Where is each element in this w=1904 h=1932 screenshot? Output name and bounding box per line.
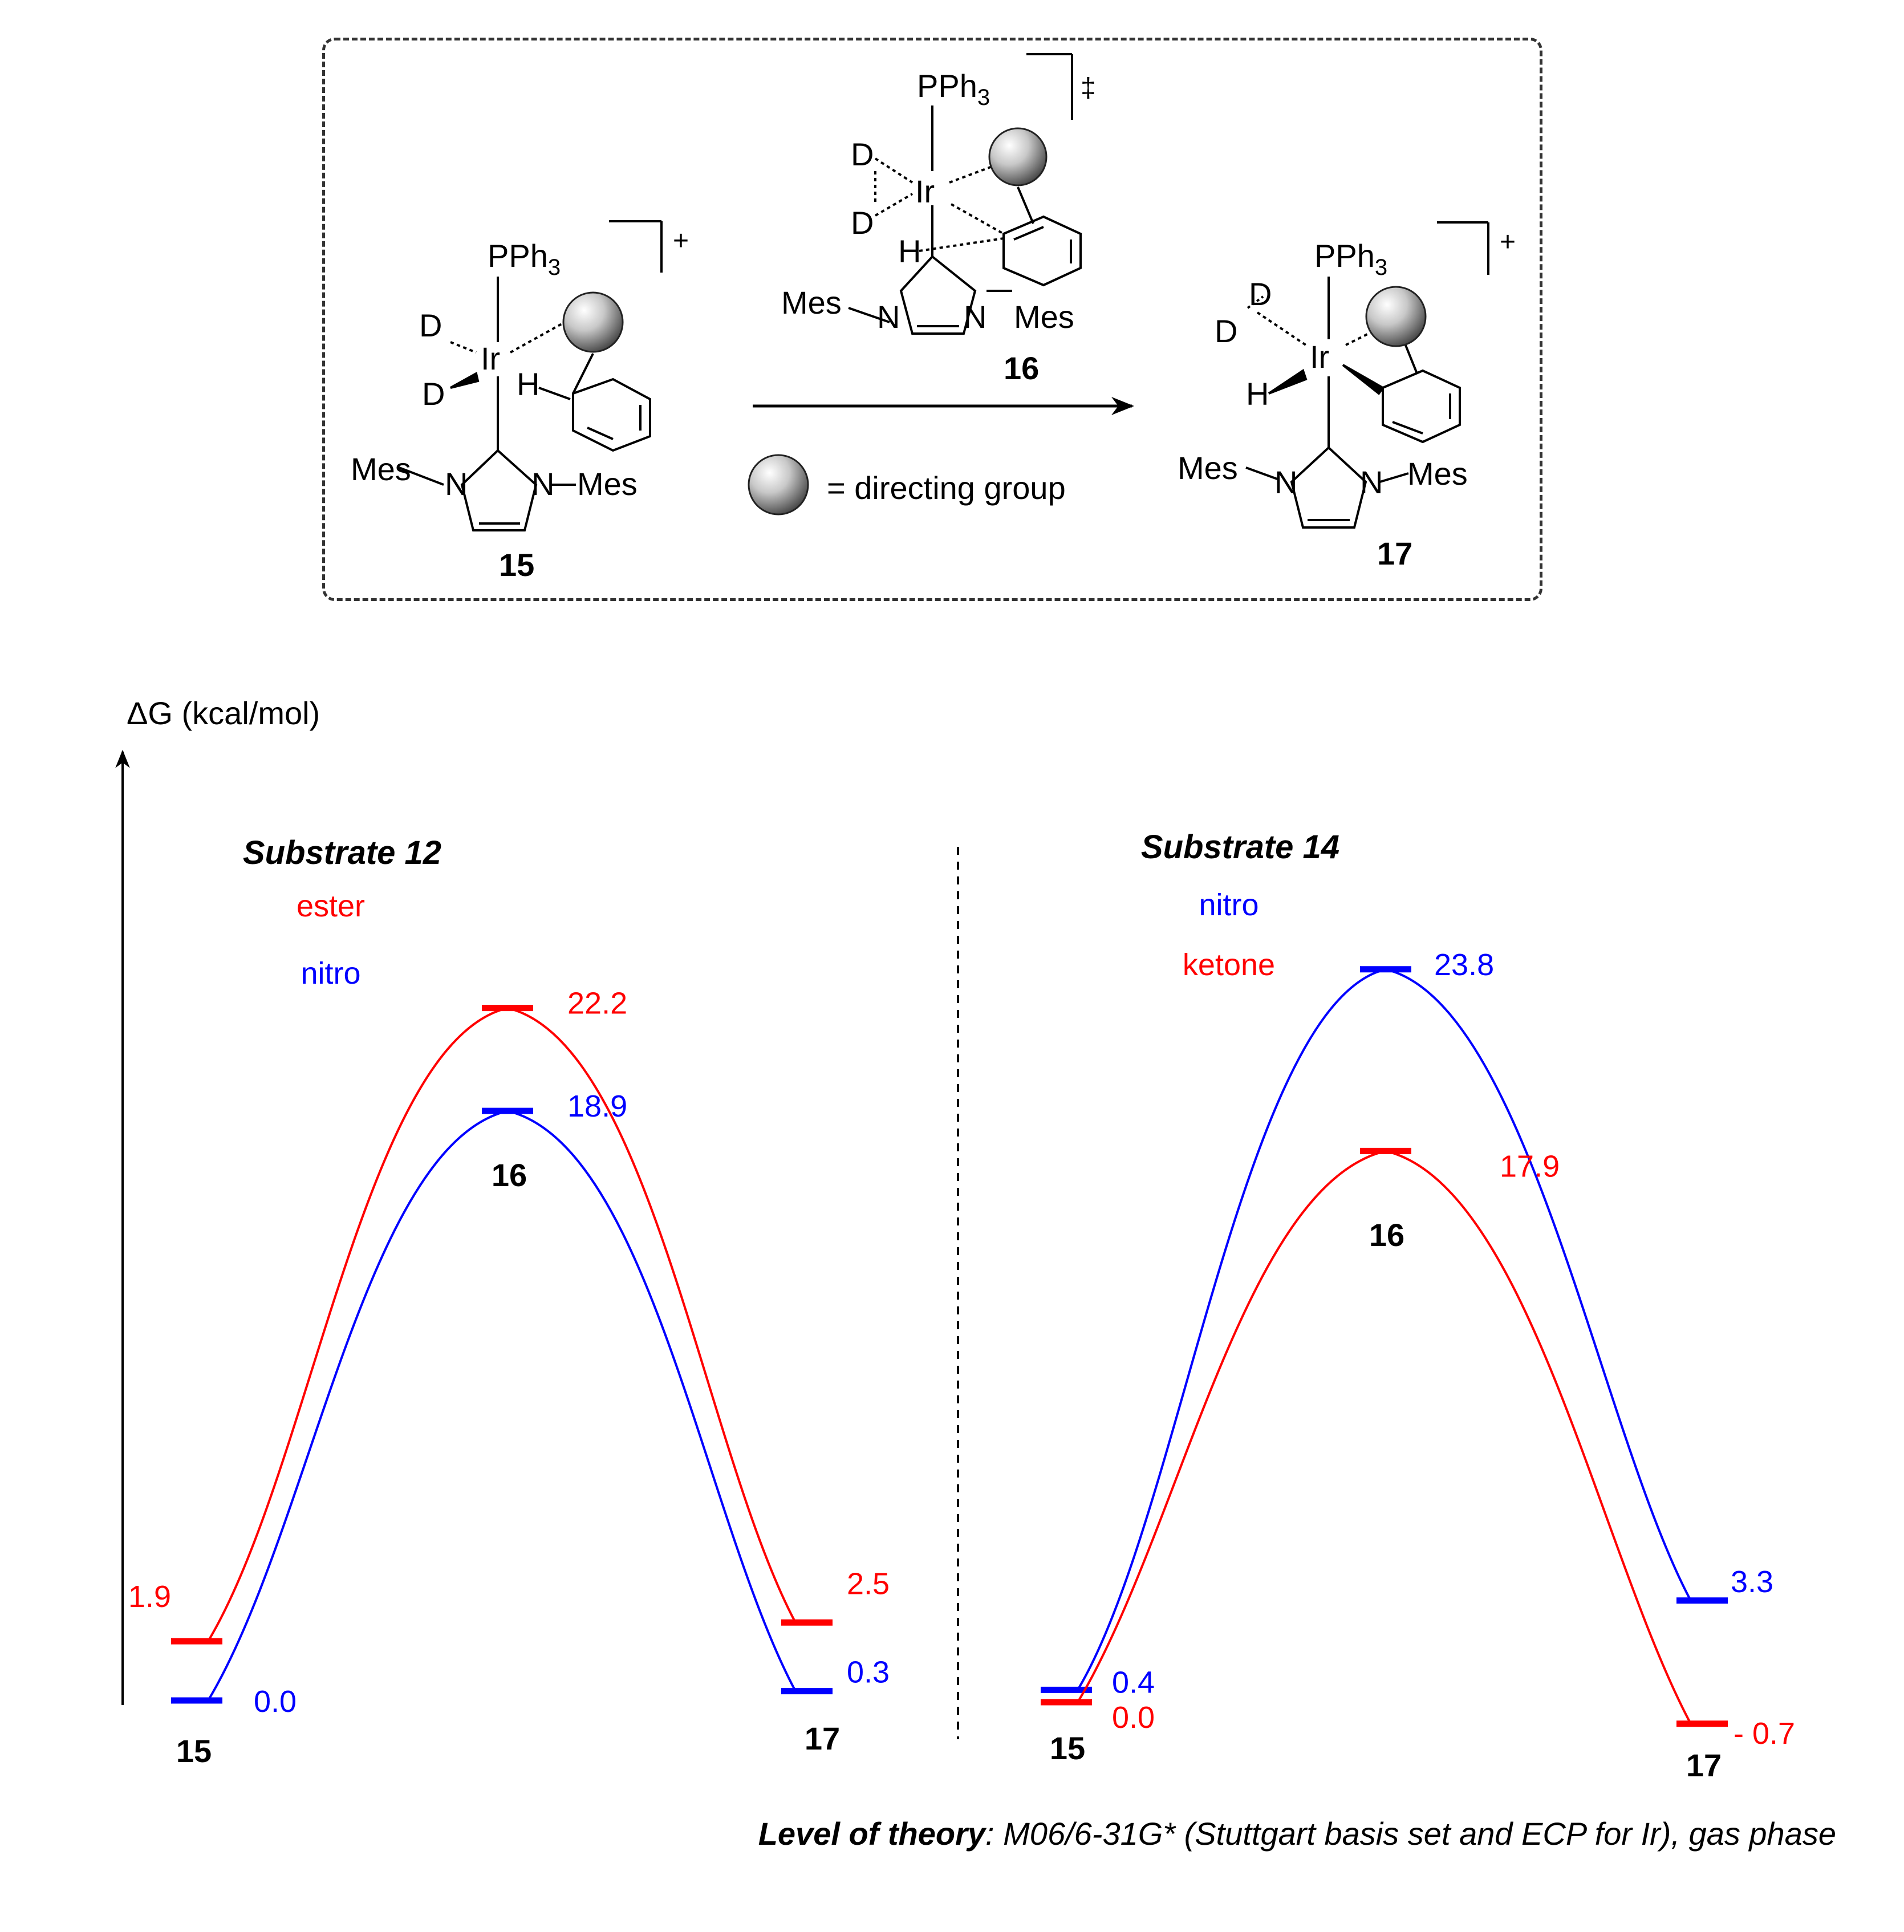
reactant-h: H — [517, 366, 539, 402]
value-label-nitro-17-2: 3.3 — [1731, 1565, 1773, 1599]
value-label-ketone-16-2: 17.9 — [1500, 1149, 1560, 1183]
profile-curve-nitro-2 — [1077, 968, 1692, 1691]
directing-group-ball-16 — [988, 127, 1048, 186]
directing-group-ball-15 — [562, 291, 624, 353]
reactant-n-left: N — [445, 466, 468, 502]
ts-mes-left: Mes — [781, 285, 842, 320]
structure-17 — [1245, 221, 1489, 529]
legend-nitro-1: nitro — [301, 956, 360, 991]
profile-layer: Substrate 12 ester 1.9 22.2 2.5 nitro 0.0 18.9 0… — [128, 829, 1795, 1783]
value-label-ketone-17-2: - 0.7 — [1734, 1716, 1795, 1751]
ts-d2: D — [851, 205, 874, 241]
ts-metal: Ir — [915, 173, 935, 209]
species-label-17-1: 17 — [805, 1720, 840, 1756]
species-label-15-1: 15 — [176, 1733, 212, 1769]
legend-nitro-2: nitro — [1199, 888, 1258, 922]
profile-curve-nitro-1 — [207, 1110, 797, 1702]
value-label-ester-17-1: 2.5 — [847, 1566, 890, 1601]
reactant-mes-left: Mes — [351, 451, 411, 487]
value-label-nitro-15-2: 0.4 — [1112, 1665, 1155, 1699]
product-n-right: N — [1360, 464, 1383, 500]
value-label-ketone-15-2: 0.0 — [1112, 1700, 1155, 1735]
species-label-16-2: 16 — [1369, 1217, 1404, 1253]
structure-16 — [848, 53, 1082, 335]
y-axis-label: ΔG (kcal/mol) — [127, 695, 320, 731]
product-h: H — [1246, 376, 1269, 412]
value-label-nitro-16-2: 23.8 — [1434, 948, 1494, 982]
reactant-d1: D — [419, 307, 442, 343]
value-label-nitro-15-1: 0.0 — [254, 1685, 297, 1719]
directing-group-legend-ball — [748, 454, 809, 516]
legend-ester-1: ester — [297, 889, 365, 923]
product-charge: + — [1500, 227, 1516, 257]
ts-id: 16 — [1004, 350, 1039, 386]
value-label-nitro-16-1: 18.9 — [567, 1089, 627, 1123]
reactant-d2: D — [422, 376, 445, 412]
ts-d1: D — [851, 136, 874, 172]
directing-group-ball-17 — [1365, 286, 1427, 347]
reactant-phosphine: PPh3 — [488, 238, 561, 280]
product-phosphine: PPh3 — [1314, 238, 1387, 280]
profile-curve-ester-1 — [207, 1006, 797, 1642]
product-d2: D — [1215, 313, 1237, 349]
reactant-mes-right: Mes — [577, 466, 638, 502]
reaction-scheme-box — [322, 38, 1542, 601]
product-id: 17 — [1377, 535, 1412, 571]
reactant-n-right: N — [531, 466, 554, 502]
ts-charge: ‡ — [1081, 73, 1096, 103]
species-label-17-2: 17 — [1686, 1747, 1722, 1783]
product-metal: Ir — [1310, 339, 1329, 375]
reactant-id: 15 — [499, 547, 534, 583]
value-label-nitro-17-1: 0.3 — [847, 1655, 890, 1690]
panel-title-1: Substrate 12 — [243, 834, 441, 871]
product-n-left: N — [1274, 464, 1297, 500]
directing-group-legend: = directing group — [827, 470, 1066, 506]
value-label-ester-16-1: 22.2 — [567, 987, 627, 1021]
reactant-charge: + — [673, 226, 689, 256]
panel-title-2: Substrate 14 — [1141, 829, 1339, 866]
ts-mes-right: Mes — [1014, 299, 1074, 335]
species-label-16-1: 16 — [492, 1157, 527, 1193]
ts-n-left: N — [877, 299, 900, 335]
reactant-metal: Ir — [481, 340, 500, 376]
ts-phosphine: PPh3 — [917, 68, 990, 110]
legend-ketone-2: ketone — [1183, 948, 1275, 982]
product-mes-right: Mes — [1407, 456, 1468, 492]
species-label-15-2: 15 — [1050, 1730, 1085, 1766]
product-d1: D — [1249, 276, 1272, 312]
footnote: Level of theory: M06/6-31G* (Stuttgart b… — [758, 1816, 1836, 1852]
product-mes-left: Mes — [1178, 450, 1238, 486]
ts-h: H — [898, 233, 921, 269]
structure-15 — [399, 220, 663, 531]
ts-n-right: N — [964, 299, 986, 335]
value-label-ester-15-1: 1.9 — [128, 1580, 171, 1614]
